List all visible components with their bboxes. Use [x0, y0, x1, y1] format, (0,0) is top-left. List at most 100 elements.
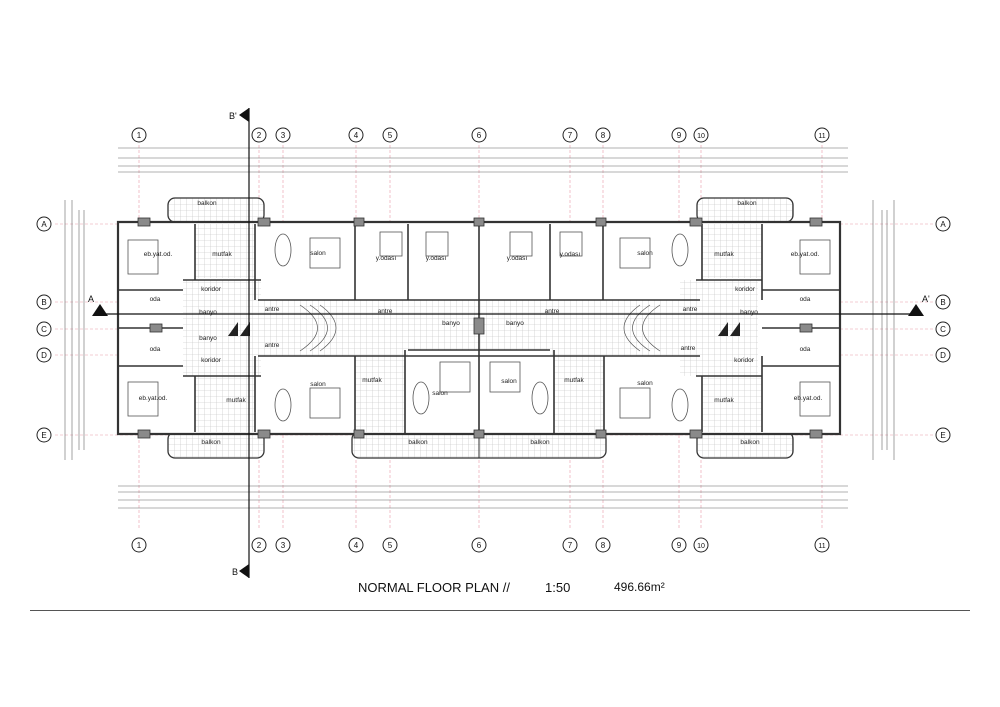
room-label: banyo: [199, 309, 217, 316]
building-outline: [116, 197, 842, 459]
grid-bubble-col-7: 7: [562, 127, 578, 143]
room-label: mutfak: [714, 251, 734, 258]
svg-text:B: B: [41, 298, 46, 307]
svg-text:A: A: [41, 220, 47, 229]
dimension-lines-top: [118, 147, 848, 173]
svg-text:E: E: [41, 431, 46, 440]
room-label: banyo: [442, 320, 460, 327]
grid-bubble-col-3: 3: [275, 127, 291, 143]
svg-text:4: 4: [354, 131, 359, 140]
grid-bubble-row-C: C: [935, 321, 951, 337]
room-label: eb.yat.od.: [794, 395, 823, 402]
grid-bubble-col-4: 4: [348, 127, 364, 143]
room-label: oda: [800, 296, 811, 303]
room-label: mutfak: [212, 251, 232, 258]
title-underline: [30, 610, 970, 611]
room-label: mutfak: [714, 397, 734, 404]
room-label: eb.yat.od.: [791, 251, 820, 258]
room-label: salon: [432, 390, 448, 397]
grid-bubble-col-1: 1: [131, 537, 147, 553]
room-label: antre: [265, 306, 280, 313]
room-label: banyo: [199, 335, 217, 342]
grid-bubble-col-4: 4: [348, 537, 364, 553]
svg-text:11: 11: [818, 133, 825, 140]
svg-text:B: B: [940, 298, 945, 307]
drawing-area: 496.66m²: [614, 580, 665, 594]
svg-text:E: E: [940, 431, 945, 440]
room-label: balkon: [197, 200, 217, 207]
section-label-a-prime: A': [922, 294, 930, 304]
svg-text:1: 1: [137, 541, 142, 550]
room-label: balkon: [408, 439, 428, 446]
room-label: salon: [310, 250, 326, 257]
room-label: koridor: [201, 357, 222, 364]
svg-text:8: 8: [601, 541, 606, 550]
room-label: oda: [800, 346, 811, 353]
section-line-a: [92, 304, 924, 316]
room-label: y.odası: [507, 255, 528, 262]
svg-text:3: 3: [281, 541, 286, 550]
room-label: antre: [545, 308, 560, 315]
room-label: salon: [637, 250, 653, 257]
svg-text:11: 11: [818, 543, 825, 550]
room-label: balkon: [201, 439, 221, 446]
svg-text:9: 9: [677, 541, 682, 550]
grid-bubble-col-7: 7: [562, 537, 578, 553]
grid-bubble-col-8: 8: [595, 127, 611, 143]
room-label: banyo: [740, 309, 758, 316]
grid-bubble-col-11: 11: [814, 537, 830, 553]
grid-bubble-row-C: C: [36, 321, 52, 337]
grid-bubble-col-9: 9: [671, 537, 687, 553]
svg-text:10: 10: [697, 543, 705, 550]
room-label: y.odası: [426, 255, 447, 262]
svg-text:5: 5: [388, 131, 393, 140]
section-line-b: [239, 108, 250, 578]
svg-text:3: 3: [281, 131, 286, 140]
dimension-lines-bottom: [118, 485, 848, 509]
room-label: oda: [150, 346, 161, 353]
section-label-b: B: [232, 567, 238, 577]
dimension-lines-right: [872, 200, 895, 460]
svg-text:6: 6: [477, 131, 482, 140]
drawing-title: NORMAL FLOOR PLAN //: [358, 580, 510, 595]
svg-text:C: C: [940, 325, 946, 334]
room-label: mutfak: [564, 377, 584, 384]
svg-text:A: A: [940, 220, 946, 229]
grid-bubble-col-8: 8: [595, 537, 611, 553]
room-label: mutfak: [226, 397, 246, 404]
room-label: oda: [150, 296, 161, 303]
room-label: antre: [378, 308, 393, 315]
drawing-scale: 1:50: [545, 580, 571, 595]
grid-bubble-row-E: E: [935, 427, 951, 443]
grid-bubble-col-5: 5: [382, 127, 398, 143]
section-label-a: A: [88, 294, 94, 304]
grid-bubble-row-A: A: [935, 216, 951, 232]
room-label: salon: [637, 380, 653, 387]
svg-text:6: 6: [477, 541, 482, 550]
grid-bubble-row-B: B: [935, 294, 951, 310]
room-label: eb.yat.od.: [144, 251, 173, 258]
room-label: antre: [265, 342, 280, 349]
svg-text:7: 7: [568, 541, 573, 550]
grid-bubble-col-10: 10: [693, 127, 709, 143]
room-label: antre: [683, 306, 698, 313]
room-label: koridor: [734, 357, 755, 364]
room-label: balkon: [737, 200, 757, 207]
grid-bubble-row-B: B: [36, 294, 52, 310]
room-label: banyo: [506, 320, 524, 327]
svg-text:2: 2: [257, 541, 262, 550]
svg-text:2: 2: [257, 131, 262, 140]
room-labels: balkon eb.yat.od. mutfak salon y.odası y.odas…: [139, 200, 823, 446]
grid-bubble-row-E: E: [36, 427, 52, 443]
grid-bubble-col-9: 9: [671, 127, 687, 143]
grid-bubble-col-10: 10: [693, 537, 709, 553]
grid-bubble-row-D: D: [935, 347, 951, 363]
svg-text:9: 9: [677, 131, 682, 140]
grid-bubble-col-5: 5: [382, 537, 398, 553]
room-label: koridor: [201, 286, 222, 293]
room-label: y.odası: [560, 251, 581, 258]
grid-bubble-col-1: 1: [131, 127, 147, 143]
